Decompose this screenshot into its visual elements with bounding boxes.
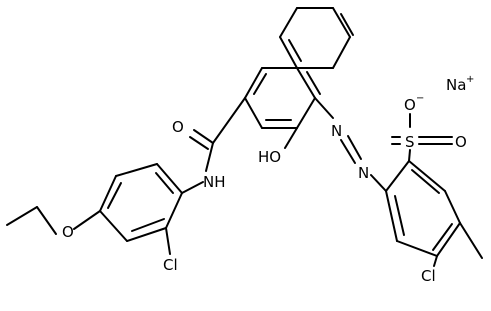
bond-c-double-o	[193, 129, 214, 144]
atom-cl-benzene: Cl	[421, 267, 436, 285]
amide-group	[189, 97, 246, 172]
bond	[408, 160, 446, 192]
bond	[432, 223, 453, 251]
atom-cl-anilide: Cl	[163, 256, 178, 274]
charge-plus: +	[466, 74, 474, 85]
bond	[396, 240, 438, 257]
bond	[332, 7, 351, 38]
bond-ch2-ch3	[6, 206, 38, 226]
bond	[411, 169, 440, 194]
atom-n-azo-2: N	[358, 164, 369, 182]
bond	[107, 182, 122, 209]
atom-o-carbonyl: O	[172, 118, 184, 136]
atom-o-minus: O	[404, 96, 416, 114]
naphthalene-upper-ring	[279, 7, 354, 69]
bond	[394, 195, 405, 236]
bond-n-double-n	[347, 135, 362, 160]
bond	[279, 36, 298, 69]
bond	[126, 227, 167, 242]
bond	[332, 36, 351, 69]
bond-n-ring	[370, 174, 387, 192]
bond	[444, 190, 461, 224]
atom-n-azo-1: N	[331, 122, 342, 140]
atom-nh: NH	[203, 173, 226, 191]
naphthalene-lower-ring	[244, 67, 321, 129]
bond-c-methyl	[459, 222, 483, 259]
bond-n-double-n	[340, 139, 356, 164]
atom-na: Na	[446, 76, 466, 94]
bond	[385, 190, 398, 242]
bond	[99, 210, 128, 242]
bond	[99, 175, 117, 212]
bond	[165, 192, 183, 229]
atom-oh: HO	[258, 148, 281, 166]
bond	[212, 97, 246, 144]
bond	[436, 222, 461, 257]
bond	[155, 172, 174, 194]
bond-o-ch2	[36, 206, 57, 235]
bond	[244, 67, 263, 99]
atom-s: S	[405, 133, 415, 151]
atom-o-ether: O	[62, 223, 74, 241]
bond	[279, 7, 298, 38]
bond-c-cl	[433, 255, 438, 267]
bond	[115, 163, 158, 177]
bond	[340, 13, 354, 36]
bond-c-s	[408, 149, 411, 162]
bond-c-oh	[284, 127, 298, 149]
sulfonate-benzene-ring	[385, 160, 461, 257]
bond-c-o-ether	[73, 210, 101, 230]
bond	[156, 163, 183, 194]
bond	[296, 97, 316, 129]
bond-c-double-o	[189, 136, 209, 150]
atom-o-sulfonyl-right: O	[455, 133, 467, 151]
bond	[131, 218, 165, 232]
bond-nh-ring	[181, 181, 204, 194]
anilide-ring	[99, 163, 183, 242]
charge-minus: −	[416, 93, 424, 104]
bond	[296, 67, 316, 99]
bond	[253, 73, 267, 95]
bond	[288, 39, 302, 62]
bond-c-nh	[205, 142, 214, 172]
bond-c-cl	[165, 227, 171, 255]
bond	[385, 160, 410, 192]
bond	[244, 97, 263, 129]
bond-c-n-azo	[314, 97, 334, 119]
bond	[306, 71, 321, 95]
